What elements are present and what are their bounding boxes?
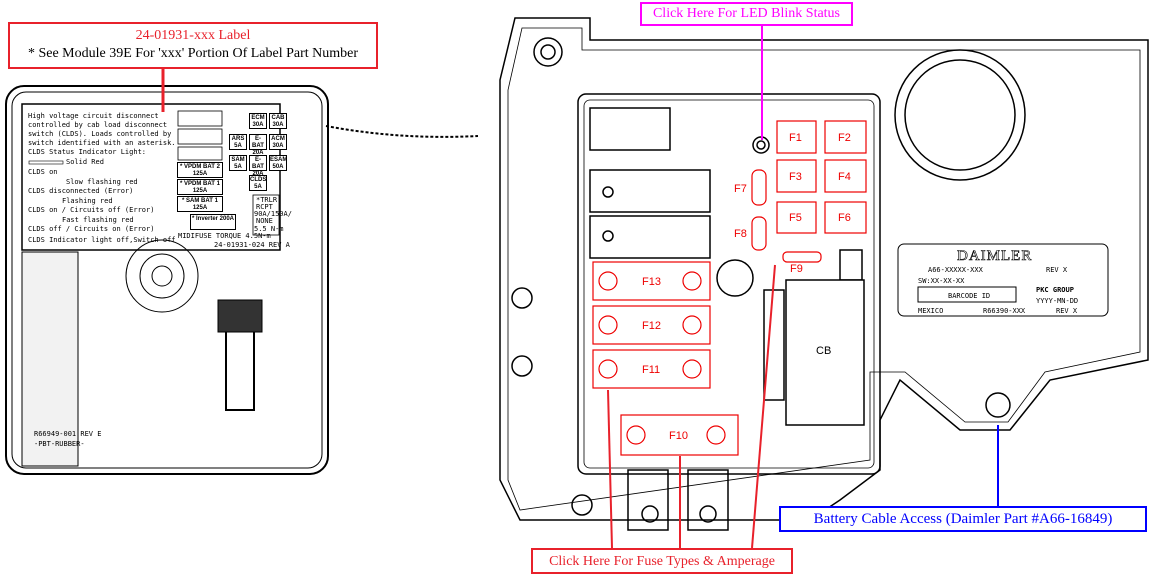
module-midi-inverter: * Inverter 200A <box>190 214 236 230</box>
fuses[interactable] <box>592 120 867 456</box>
svg-text:MEXICO: MEXICO <box>918 307 943 315</box>
module-midi-vpdm-bat1: * VPDM BAT 1 125A <box>177 179 223 195</box>
svg-text:A66-XXXXX-XXX: A66-XXXXX-XXX <box>928 266 984 274</box>
svg-text:R66949-001 REV E: R66949-001 REV E <box>34 430 101 438</box>
module-fuse-ebat-1: E-BAT 20A <box>249 134 267 156</box>
svg-text:Slow flashing red: Slow flashing red <box>66 178 138 186</box>
module-midi-sam-bat1: * SAM BAT 1 125A <box>177 196 223 212</box>
led-blink-status-link[interactable]: Click Here For LED Blink Status <box>640 2 853 26</box>
fuse-f6[interactable]: F6 <box>838 212 851 224</box>
fuse-f8[interactable]: F8 <box>734 228 747 240</box>
svg-text:CLDS Indicator light off,Switc: CLDS Indicator light off,Switch off <box>28 236 176 244</box>
module-fuse-acm: ACM 30A <box>269 134 287 150</box>
svg-text:BARCODE ID: BARCODE ID <box>948 292 990 300</box>
svg-text:controlled by cab load disconn: controlled by cab load disconnect <box>28 121 167 129</box>
fuse-f4[interactable]: F4 <box>838 171 851 183</box>
svg-text:*TRLR: *TRLR <box>256 196 278 204</box>
module-fuse-cab: CAB 30A <box>269 113 287 129</box>
svg-text:-PBT-RUBBER-: -PBT-RUBBER- <box>34 440 85 448</box>
fuse-f7[interactable]: F7 <box>734 183 747 195</box>
module-fuse-esam: ESAM 50A <box>269 155 288 171</box>
daimler-label: DAIMLER A66-XXXXX-XXX REV X SW:XX-XX-XX … <box>897 243 1109 317</box>
circuit-breaker-label: CB <box>816 345 831 357</box>
svg-text:SW:XX-XX-XX: SW:XX-XX-XX <box>918 277 965 285</box>
svg-text:CLDS Status Indicator Light:: CLDS Status Indicator Light: <box>28 148 146 156</box>
fuse-f13[interactable]: F13 <box>642 276 661 288</box>
svg-text:CLDS on / Circuits off (Error): CLDS on / Circuits off (Error) <box>28 206 154 214</box>
label-callout-title: 24-01931-xxx Label <box>135 28 251 43</box>
svg-text:24-01931-024 REV A: 24-01931-024 REV A <box>214 241 291 249</box>
fuse-types-link[interactable]: Click Here For Fuse Types & Amperage <box>531 548 793 574</box>
module-fuse-sam: SAM 5A <box>229 155 247 171</box>
svg-text:REV X: REV X <box>1056 307 1078 315</box>
svg-text:PKC GROUP: PKC GROUP <box>1036 286 1074 294</box>
svg-text:R66390-XXX: R66390-XXX <box>983 307 1026 315</box>
svg-text:Solid Red: Solid Red <box>66 158 104 166</box>
svg-text:CLDS disconnected (Error): CLDS disconnected (Error) <box>28 187 133 195</box>
svg-text:NONE: NONE <box>256 217 273 225</box>
module-fuse-ebat-2: E-BAT 20A <box>249 155 267 177</box>
fuse-f9[interactable]: F9 <box>790 263 803 275</box>
module-fuse-clds: CLDS 5A <box>249 175 267 191</box>
svg-text:Fast flashing red: Fast flashing red <box>62 216 134 224</box>
label-callout[interactable]: 24-01931-xxx Label * See Module 39E For … <box>8 22 378 69</box>
battery-cable-access-link[interactable]: Battery Cable Access (Daimler Part #A66-… <box>779 506 1147 532</box>
module-fuse-ars: ARS 5A <box>229 134 247 150</box>
svg-text:90A/150A/: 90A/150A/ <box>254 210 292 218</box>
svg-text:REV X: REV X <box>1046 266 1068 274</box>
svg-text:CLDS off / Circuits on (Error): CLDS off / Circuits on (Error) <box>28 225 154 233</box>
fuse-f10[interactable]: F10 <box>669 430 688 442</box>
fuse-f3[interactable]: F3 <box>789 171 802 183</box>
svg-text:High voltage circuit disconnec: High voltage circuit disconnect <box>28 112 159 120</box>
svg-text:YYYY-MN-DD: YYYY-MN-DD <box>1036 297 1078 305</box>
module-fuse-ecm: ECM 30A <box>249 113 267 129</box>
fuse-f5[interactable]: F5 <box>789 212 802 224</box>
fuse-f1[interactable]: F1 <box>789 132 802 144</box>
label-callout-note: * See Module 39E For 'xxx' Portion Of La… <box>27 46 359 61</box>
svg-text:5.5 N-m: 5.5 N-m <box>254 225 284 233</box>
svg-text:MIDIFUSE TORQUE 4.5N-m: MIDIFUSE TORQUE 4.5N-m <box>178 232 271 240</box>
fuse-f11[interactable]: F11 <box>642 364 660 376</box>
svg-text:CLDS on: CLDS on <box>28 168 58 176</box>
fuse-leader-lines <box>607 264 776 549</box>
pdm-housing <box>499 17 1149 531</box>
module-midi-vpdm-bat2: * VPDM BAT 2 125A <box>177 162 223 178</box>
svg-text:switch identified with an aste: switch identified with an asterisk. <box>28 139 176 147</box>
fuse-f2[interactable]: F2 <box>838 132 851 144</box>
module-label-text: High voltage circuit disconnect controll… <box>28 110 292 448</box>
circuit-breaker <box>785 279 865 426</box>
svg-text:Flashing red: Flashing red <box>62 197 113 205</box>
module-cover <box>5 85 479 475</box>
svg-text:DAIMLER: DAIMLER <box>957 248 1032 264</box>
svg-text:RCPT: RCPT <box>256 203 274 211</box>
fuse-f12[interactable]: F12 <box>642 320 661 332</box>
svg-text:switch (CLDS). Loads controll: switch (CLDS). Loads controlled by <box>28 130 171 138</box>
